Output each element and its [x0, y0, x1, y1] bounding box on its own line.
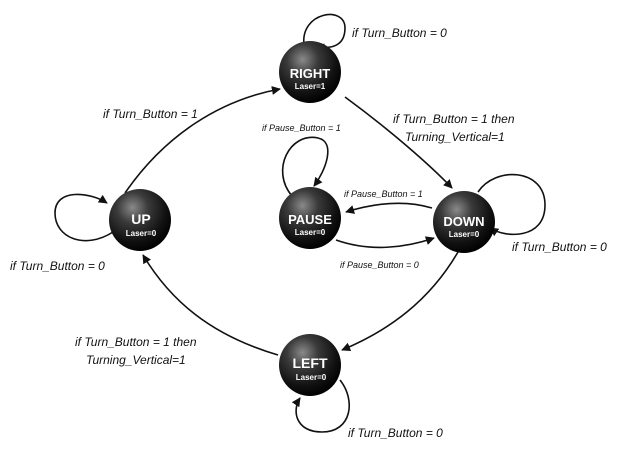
state-left-node [279, 334, 341, 396]
state-up: UP Laser=0 [109, 189, 171, 251]
state-pause: PAUSE Laser=0 [279, 187, 341, 249]
label-left-self: if Turn_Button = 0 [348, 426, 443, 440]
edge-right-to-down [344, 96, 453, 189]
state-right: RIGHT Laser=1 [279, 41, 341, 103]
label-down-to-pause: if Pause_Button = 1 [344, 189, 423, 199]
label-pause-to-down: if Pause_Button = 0 [340, 260, 419, 270]
label-up-to-right: if Turn_Button = 1 [103, 107, 198, 121]
edge-up-to-right [124, 86, 281, 194]
state-up-name: UP [131, 211, 150, 227]
edge-up-self [54, 193, 114, 242]
transition-labels: if Turn_Button = 0 if Turn_Button = 1 if… [10, 26, 607, 440]
edge-pause-to-down [335, 236, 435, 249]
label-right-self: if Turn_Button = 0 [352, 26, 447, 40]
label-up-self: if Turn_Button = 0 [10, 259, 105, 273]
label-left-to-up-line2: Turning_Vertical=1 [86, 353, 186, 367]
state-right-name: RIGHT [290, 66, 331, 81]
state-right-node [279, 41, 341, 103]
state-down: DOWN Laser=0 [433, 191, 495, 253]
edge-down-to-pause [345, 202, 433, 214]
state-left-name: LEFT [293, 355, 328, 371]
edge-left-self [291, 379, 351, 433]
state-down-node [433, 191, 495, 253]
edge-down-to-left [341, 251, 459, 352]
state-up-output: Laser=0 [126, 229, 157, 238]
edge-left-to-up [142, 254, 279, 356]
state-left-output: Laser=0 [296, 373, 327, 382]
label-right-to-down-line2: Turning_Vertical=1 [405, 130, 505, 144]
edge-pause-self [281, 136, 329, 197]
state-left: LEFT Laser=0 [279, 334, 341, 396]
state-pause-name: PAUSE [288, 212, 332, 227]
label-down-self: if Turn_Button = 0 [512, 240, 607, 254]
state-down-name: DOWN [443, 214, 484, 229]
state-up-node [109, 189, 171, 251]
label-right-to-down-line1: if Turn_Button = 1 then [393, 112, 515, 126]
state-down-output: Laser=0 [449, 230, 480, 239]
edge-down-self [477, 173, 546, 237]
label-pause-self: if Pause_Button = 1 [262, 123, 341, 133]
state-pause-output: Laser=0 [295, 228, 326, 237]
label-left-to-up-line1: if Turn_Button = 1 then [75, 335, 197, 349]
state-right-output: Laser=1 [295, 82, 326, 91]
state-pause-node [279, 187, 341, 249]
transition-edges [54, 13, 546, 433]
